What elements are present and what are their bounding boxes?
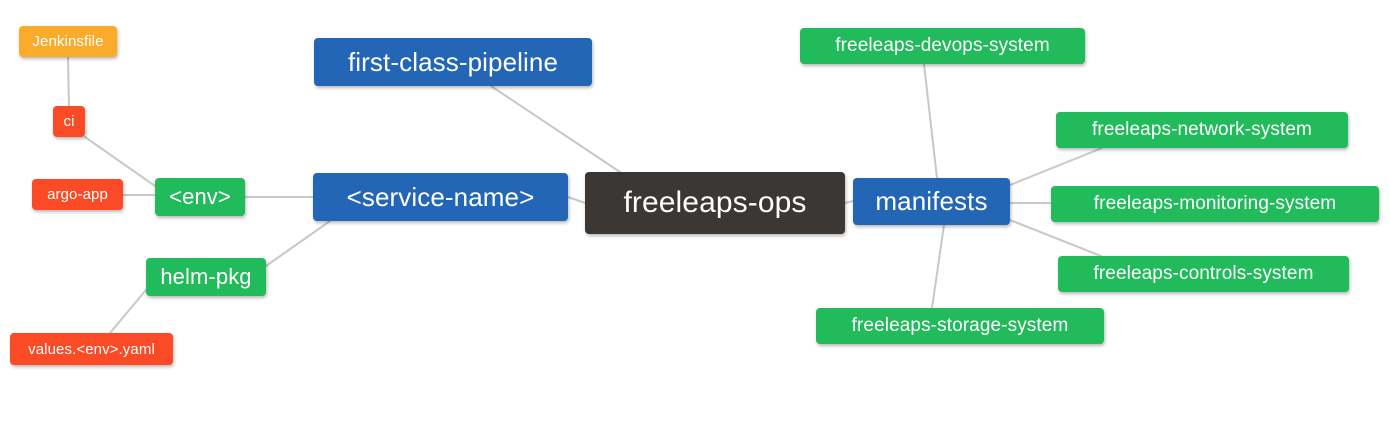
edge-manifests-to-devops xyxy=(923,63,938,179)
node-root[interactable]: freeleaps-ops xyxy=(585,172,845,234)
edge-manifests-to-controls xyxy=(1009,219,1102,257)
node-storage[interactable]: freeleaps-storage-system xyxy=(816,308,1104,344)
node-monitoring[interactable]: freeleaps-monitoring-system xyxy=(1051,186,1379,222)
edge-ci-to-jenkinsfile xyxy=(67,56,70,107)
node-pipeline[interactable]: first-class-pipeline xyxy=(314,38,592,86)
node-controls[interactable]: freeleaps-controls-system xyxy=(1058,256,1349,292)
node-helm[interactable]: helm-pkg xyxy=(146,258,266,296)
node-service[interactable]: <service-name> xyxy=(313,173,568,221)
node-network[interactable]: freeleaps-network-system xyxy=(1056,112,1348,148)
node-ci[interactable]: ci xyxy=(53,106,85,137)
node-values[interactable]: values.<env>.yaml xyxy=(10,333,173,365)
edge-root-to-manifests xyxy=(844,200,854,204)
node-devops[interactable]: freeleaps-devops-system xyxy=(800,28,1085,64)
edge-root-to-service xyxy=(567,196,586,204)
node-env[interactable]: <env> xyxy=(155,178,245,216)
node-jenkinsfile[interactable]: Jenkinsfile xyxy=(19,26,117,57)
edge-manifests-to-network xyxy=(1009,147,1103,186)
node-manifests[interactable]: manifests xyxy=(853,178,1010,225)
edge-manifests-to-storage xyxy=(931,224,945,309)
node-argoapp[interactable]: argo-app xyxy=(32,179,123,210)
edge-helm-to-values xyxy=(109,289,147,334)
edge-root-to-pipeline xyxy=(490,85,621,173)
edge-service-to-helm xyxy=(265,220,331,267)
